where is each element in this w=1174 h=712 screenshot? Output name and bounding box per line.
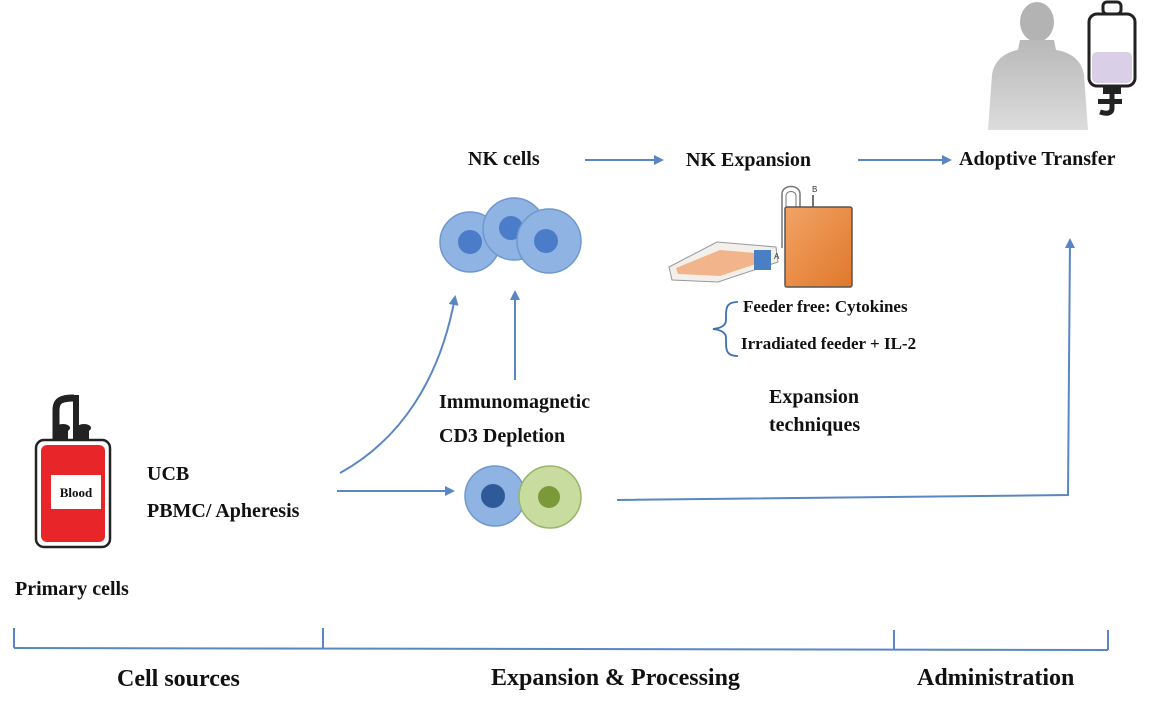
immunomagnetic-label: Immunomagnetic bbox=[439, 391, 591, 413]
nk-cells-cluster bbox=[439, 197, 582, 274]
blood-bag-icon bbox=[34, 394, 112, 549]
culture-bag-icon: B A bbox=[774, 185, 853, 288]
adoptive-transfer-label: Adoptive Transfer bbox=[959, 148, 1116, 170]
timeline-bracket bbox=[13, 628, 1109, 651]
irradiated-feeder-label: Irradiated feeder + IL-2 bbox=[741, 334, 917, 353]
expansion-techniques-line2: techniques bbox=[769, 414, 861, 436]
mixed-cells-pair bbox=[464, 465, 582, 529]
stage-administration: Administration bbox=[917, 665, 1075, 691]
stage-expansion-processing: Expansion & Processing bbox=[491, 665, 740, 691]
arrow-sources-to-nk bbox=[339, 295, 459, 474]
iv-bag-icon bbox=[1087, 0, 1137, 116]
nk-expansion-label: NK Expansion bbox=[686, 149, 812, 171]
ucb-label: UCB bbox=[147, 463, 190, 485]
bag-port-b-label: B bbox=[812, 185, 817, 194]
pbmc-label: PBMC/ Apheresis bbox=[147, 500, 300, 522]
cd3-depletion-label: CD3 Depletion bbox=[439, 425, 566, 447]
culture-flask-icon bbox=[668, 241, 779, 283]
techniques-brace bbox=[712, 301, 739, 357]
arrow-mixed-cells-to-transfer bbox=[616, 238, 1075, 501]
nk-cells-label: NK cells bbox=[468, 148, 540, 170]
primary-cells-label: Primary cells bbox=[15, 578, 129, 600]
blood-bag-label: Blood bbox=[60, 485, 93, 500]
bag-port-a-label: A bbox=[774, 252, 780, 261]
human-silhouette-icon bbox=[988, 2, 1088, 130]
expansion-techniques-line1: Expansion bbox=[769, 386, 860, 408]
stage-cell-sources: Cell sources bbox=[117, 666, 240, 692]
feeder-free-label: Feeder free: Cytokines bbox=[743, 297, 908, 316]
